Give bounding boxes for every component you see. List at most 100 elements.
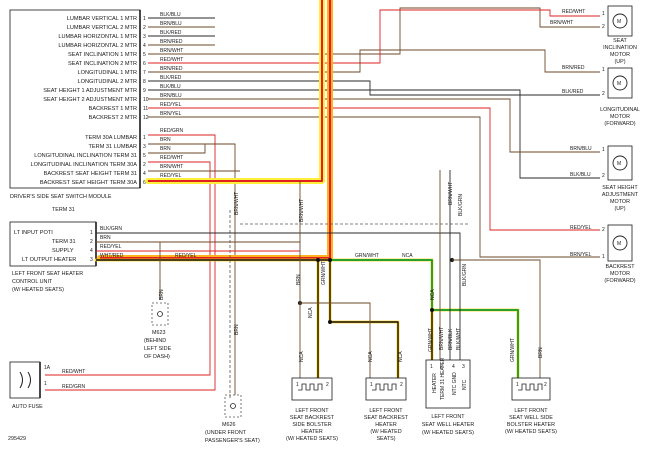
svg-text:(W/ HEATED SEATS): (W/ HEATED SEATS) bbox=[422, 430, 474, 436]
seat-switch-module-rows: LUMBAR VERTICAL 1 MTR LUMBAR VERTICAL 2 … bbox=[30, 16, 137, 186]
svg-text:1: 1 bbox=[90, 230, 93, 236]
svg-text:BRN: BRN bbox=[296, 274, 302, 285]
svg-text:BLK/BLU: BLK/BLU bbox=[160, 12, 181, 18]
module-row-label: BACKREST 2 MTR bbox=[89, 115, 137, 121]
svg-text:BRN/YEL: BRN/YEL bbox=[570, 252, 592, 258]
svg-text:SIDE BOLSTER: SIDE BOLSTER bbox=[292, 422, 331, 428]
svg-text:ADJUSTMENT: ADJUSTMENT bbox=[602, 192, 639, 198]
svg-text:SEAT: SEAT bbox=[613, 38, 627, 44]
svg-text:BRN: BRN bbox=[160, 137, 171, 143]
auto-fuse: 1A 1 RED/WHT RED/GRN AUTO FUSE bbox=[9, 361, 85, 410]
svg-text:2: 2 bbox=[544, 382, 547, 388]
svg-text:SEAT BACKREST: SEAT BACKREST bbox=[364, 415, 409, 421]
svg-text:M626: M626 bbox=[222, 422, 236, 428]
svg-text:SEAT BACKREST: SEAT BACKREST bbox=[290, 415, 335, 421]
svg-text:TERM 31 HEATER: TERM 31 HEATER bbox=[440, 357, 446, 400]
svg-text:4: 4 bbox=[452, 364, 455, 370]
ground-m623: M623 (BEHIND LEFT SIDE OF DASH) bbox=[144, 302, 172, 360]
heater-unit-row-label: SUPPLY bbox=[52, 248, 74, 254]
svg-text:RED/YEL: RED/YEL bbox=[160, 102, 182, 108]
heater-unit-row-label: LT OUTPUT HEATER bbox=[22, 257, 76, 263]
svg-text:1A: 1A bbox=[44, 365, 51, 371]
svg-text:1: 1 bbox=[370, 382, 373, 388]
svg-text:RED/GRN: RED/GRN bbox=[62, 384, 85, 390]
module-name: DRIVER'S SIDE SEAT SWITCH MODULE bbox=[10, 194, 112, 200]
svg-text:3: 3 bbox=[90, 257, 93, 263]
motor-seat-inclination: M 1 2 RED/WHT SEAT INCLINATION MOTOR (UP… bbox=[562, 5, 637, 65]
svg-text:GRN/WHT: GRN/WHT bbox=[355, 253, 379, 259]
svg-text:NTC GND: NTC GND bbox=[452, 372, 458, 395]
svg-text:12: 12 bbox=[143, 115, 149, 121]
svg-text:1: 1 bbox=[296, 382, 299, 388]
svg-text:NCA: NCA bbox=[299, 351, 305, 362]
heater-backrest: 1 2 LEFT FRONT SEAT BACKREST HEATER (W/ … bbox=[364, 377, 409, 442]
ground-m626: M626 (UNDER FRONT PASSENGER'S SEAT) bbox=[205, 394, 260, 444]
module-row-label: BACKREST 1 MTR bbox=[89, 106, 137, 112]
svg-text:AUTO FUSE: AUTO FUSE bbox=[12, 404, 43, 410]
svg-text:1: 1 bbox=[602, 254, 605, 260]
vertical-wires bbox=[234, 170, 541, 395]
svg-text:1: 1 bbox=[602, 11, 605, 17]
svg-text:BLK/GRN: BLK/GRN bbox=[458, 194, 464, 216]
svg-text:SEAT WELL HEATER: SEAT WELL HEATER bbox=[422, 422, 475, 428]
svg-text:BRN/YEL: BRN/YEL bbox=[160, 111, 182, 117]
motor-longitudinal: M 1 2 BRN/RED BLK/RED LONGITUDINAL MOTOR… bbox=[562, 65, 640, 127]
svg-text:RED/YEL: RED/YEL bbox=[175, 253, 197, 259]
svg-text:MOTOR: MOTOR bbox=[610, 114, 630, 120]
svg-text:MOTOR: MOTOR bbox=[610, 52, 630, 58]
svg-text:1: 1 bbox=[430, 364, 433, 370]
svg-text:(UNDER FRONT: (UNDER FRONT bbox=[205, 430, 247, 436]
svg-text:BRN/WHT: BRN/WHT bbox=[448, 182, 454, 205]
svg-text:GRN/WHT: GRN/WHT bbox=[321, 261, 327, 285]
svg-text:LEFT FRONT SEAT HEATER: LEFT FRONT SEAT HEATER bbox=[12, 271, 83, 277]
svg-text:8: 8 bbox=[143, 79, 146, 85]
svg-text:LEFT FRONT: LEFT FRONT bbox=[431, 414, 465, 420]
svg-text:3: 3 bbox=[143, 144, 146, 150]
module-row-label: LONGITUDINAL INCLINATION TERM 31 bbox=[34, 153, 137, 159]
svg-text:(UP): (UP) bbox=[614, 59, 625, 65]
svg-text:OF DASH): OF DASH) bbox=[144, 354, 170, 360]
svg-text:(W/ HEATED SEATS): (W/ HEATED SEATS) bbox=[505, 429, 557, 435]
svg-text:1: 1 bbox=[602, 147, 605, 153]
svg-text:BRN: BRN bbox=[159, 289, 165, 300]
svg-text:BLK/RED: BLK/RED bbox=[160, 30, 182, 36]
svg-text:SEATS): SEATS) bbox=[376, 436, 395, 442]
svg-text:1: 1 bbox=[143, 135, 146, 141]
heater-unit-wires bbox=[94, 232, 461, 300]
svg-text:BRN/BLU: BRN/BLU bbox=[160, 93, 182, 99]
module-row-label: SEAT INCLINATION 1 MTR bbox=[68, 52, 137, 58]
svg-text:(W/ HEATED SEATS): (W/ HEATED SEATS) bbox=[286, 436, 338, 442]
svg-text:GRN/WHT: GRN/WHT bbox=[428, 328, 434, 352]
svg-text:NCA: NCA bbox=[368, 351, 374, 362]
svg-text:RED/WHT: RED/WHT bbox=[562, 9, 585, 15]
svg-text:LONGITUDINAL: LONGITUDINAL bbox=[600, 107, 640, 113]
svg-text:BRN/WHT: BRN/WHT bbox=[160, 48, 183, 54]
svg-text:LEFT FRONT: LEFT FRONT bbox=[514, 408, 548, 414]
heater-backrest-side-bolster: 1 2 LEFT FRONT SEAT BACKREST SIDE BOLSTE… bbox=[286, 377, 338, 442]
svg-text:BRN/BLU: BRN/BLU bbox=[570, 146, 592, 152]
svg-text:LEFT FRONT: LEFT FRONT bbox=[295, 408, 329, 414]
svg-text:LEFT FRONT: LEFT FRONT bbox=[369, 408, 403, 414]
svg-text:2: 2 bbox=[143, 162, 146, 168]
svg-text:NCA: NCA bbox=[308, 307, 314, 318]
module-row-label: BACKREST SEAT HEIGHT TERM 30A bbox=[40, 180, 137, 186]
svg-text:BRN: BRN bbox=[160, 146, 171, 152]
svg-text:1: 1 bbox=[143, 16, 146, 22]
module-row-label: SEAT INCLINATION 2 MTR bbox=[68, 61, 137, 67]
svg-text:2: 2 bbox=[400, 382, 403, 388]
svg-text:BLK/WHT: BLK/WHT bbox=[456, 328, 462, 350]
highlight-heater-path bbox=[316, 258, 520, 380]
svg-text:BLK/BLU: BLK/BLU bbox=[570, 172, 591, 178]
svg-text:BLK/GRN: BLK/GRN bbox=[100, 226, 122, 232]
module-row-label: LONGITUDINAL 2 MTR bbox=[78, 79, 137, 85]
svg-text:BRN/RED: BRN/RED bbox=[562, 65, 585, 71]
svg-text:RED/YEL: RED/YEL bbox=[160, 173, 182, 179]
svg-text:RED/WHT: RED/WHT bbox=[160, 155, 183, 161]
module-row-label: LUMBAR HORIZONTAL 2 MTR bbox=[58, 43, 137, 49]
svg-text:RED/WHT: RED/WHT bbox=[62, 369, 85, 375]
heater-seat-well: HEATER TERM 31 HEATER NTC GND NTC 1 2 4 … bbox=[422, 357, 475, 436]
svg-text:BRN/RED: BRN/RED bbox=[160, 39, 183, 45]
svg-text:NCA: NCA bbox=[402, 253, 413, 259]
svg-text:SEAT HEIGHT: SEAT HEIGHT bbox=[602, 185, 638, 191]
